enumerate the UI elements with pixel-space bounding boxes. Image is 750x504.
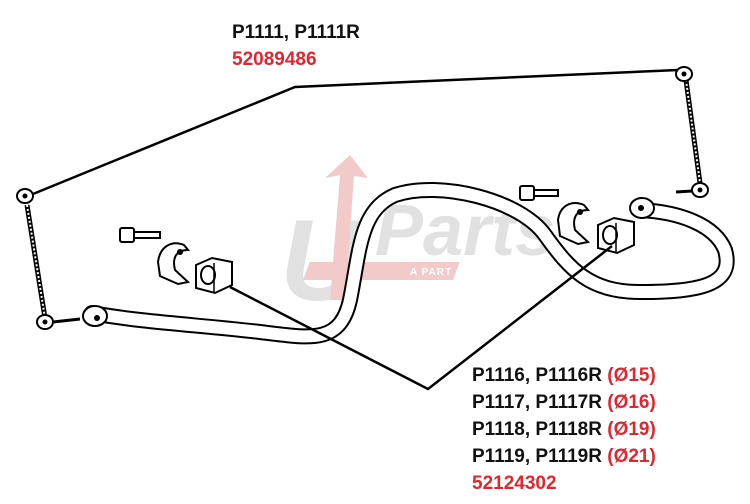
bushing-part-numbers: P1119, P1119R bbox=[472, 446, 602, 467]
bushing-oem-number: 52124302 bbox=[472, 473, 557, 494]
link-callout: P1111, P1111R 52089486 bbox=[232, 19, 360, 73]
bushing-callout: P1116, P1116R (Ø15) P1117, P1117R (Ø16) … bbox=[472, 362, 656, 497]
watermark-parts-text: Parts bbox=[375, 191, 555, 271]
bolt-right bbox=[519, 185, 559, 201]
bushing-row: P1117, P1117R (Ø16) bbox=[472, 389, 656, 416]
link-oem-number: 52089486 bbox=[232, 49, 317, 70]
uparts-watermark-logo: U Parts A PART OF YOUR POWER bbox=[280, 155, 555, 325]
leader-lines bbox=[32, 68, 679, 391]
stabilizer-link-left bbox=[16, 188, 81, 330]
watermark-tagline: A PART OF YOUR POWER bbox=[410, 267, 555, 278]
bushing-size: (Ø15) bbox=[607, 365, 656, 386]
bushing-row: P1119, P1119R (Ø21) bbox=[472, 443, 656, 470]
bolt-left bbox=[119, 227, 161, 243]
bushing-size: (Ø16) bbox=[607, 392, 656, 413]
bushing-row: P1118, P1118R (Ø19) bbox=[472, 416, 656, 443]
bushing-right bbox=[597, 216, 635, 255]
bushing-part-numbers: P1116, P1116R bbox=[472, 365, 602, 386]
leader-bushing bbox=[229, 245, 613, 391]
stabilizer-link-right bbox=[675, 66, 709, 198]
bushing-size: (Ø21) bbox=[607, 446, 656, 467]
bushing-row: P1116, P1116R (Ø15) bbox=[472, 362, 656, 389]
stabilizer-bar bbox=[82, 181, 735, 345]
bushing-size: (Ø19) bbox=[607, 419, 656, 440]
link-part-numbers: P1111, P1111R bbox=[232, 22, 360, 43]
clamp-right bbox=[556, 202, 591, 246]
clamp-left bbox=[156, 242, 191, 286]
watermark-tagline-bar bbox=[303, 262, 460, 280]
bushing-left bbox=[195, 256, 233, 295]
bushing-part-numbers: P1118, P1118R bbox=[472, 419, 602, 440]
leader-link bbox=[32, 68, 679, 196]
bushing-part-numbers: P1117, P1117R bbox=[472, 392, 602, 413]
